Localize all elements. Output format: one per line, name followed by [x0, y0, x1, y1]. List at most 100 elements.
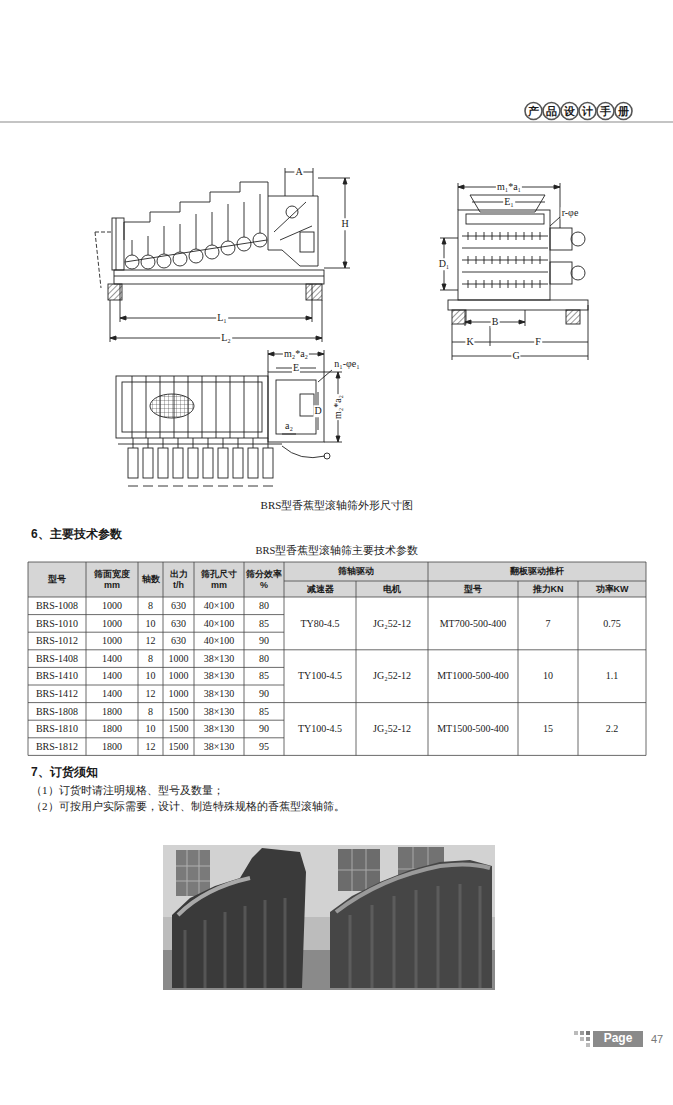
table-title: BRS型香蕉型滚轴筛主要技术参数 [255, 545, 420, 557]
table-rule [28, 685, 284, 686]
table-header: 筛分效率 % [244, 562, 284, 597]
table-cell: 1000 [86, 597, 138, 615]
table-cell: MT700-500-400 [428, 597, 518, 650]
dimension-label: H [340, 218, 349, 230]
table-rule [28, 720, 284, 721]
dimension-label: F [534, 336, 542, 348]
table-cell: 90 [244, 685, 284, 703]
table-cell: 38×130 [194, 720, 244, 738]
table-rule [284, 702, 646, 703]
table-cell: 80 [244, 650, 284, 668]
table-rule [518, 581, 519, 755]
table-cell: 1000 [163, 667, 194, 685]
table-header: 功率KW [578, 581, 646, 597]
table-cell: 40×100 [194, 597, 244, 615]
table-cell: BRS-1810 [28, 720, 86, 738]
table-rule [28, 667, 284, 668]
dimension-label: n₁-φe₁ [333, 358, 361, 370]
table-cell: BRS-1012 [28, 632, 86, 650]
table-cell: 8 [138, 650, 163, 668]
table-header: 减速器 [284, 581, 356, 597]
table-cell: BRS-1408 [28, 650, 86, 668]
table-rule [284, 562, 285, 755]
table-cell: BRS-1812 [28, 738, 86, 756]
table-cell: TY100-4.5 [284, 703, 356, 756]
dimension-label: E₁ [503, 196, 515, 208]
dimension-label: m₂*a₂ [332, 394, 344, 420]
table-cell: 10 [518, 650, 578, 703]
table-cell: 85 [244, 703, 284, 721]
product-photo [163, 845, 495, 990]
table-cell: 38×130 [194, 650, 244, 668]
table-rule [284, 649, 646, 650]
table-rule [163, 562, 164, 755]
table-cell: 630 [163, 597, 194, 615]
end-view [440, 183, 588, 360]
header-rule [0, 121, 673, 122]
table-header: 翻板驱动推杆 [428, 562, 646, 581]
table-cell: 1800 [86, 703, 138, 721]
table-cell: JG₂52-12 [356, 650, 428, 703]
table-header: 筛孔尺寸 mm [194, 562, 244, 597]
table-header: 型号 [428, 581, 518, 597]
header-badge-text: 产品设计手册 [527, 105, 637, 118]
table-rule [28, 632, 284, 633]
section-heading: 7、订货须知 [30, 766, 99, 780]
table-cell: BRS-1010 [28, 615, 86, 633]
parameter-table [28, 562, 646, 755]
dimension-label: K [465, 336, 474, 348]
header-shade [28, 562, 646, 597]
table-cell: 95 [244, 738, 284, 756]
table-cell: 38×130 [194, 738, 244, 756]
table-cell: 8 [138, 703, 163, 721]
table-cell: 80 [244, 597, 284, 615]
table-cell: 40×100 [194, 615, 244, 633]
table-cell: 85 [244, 667, 284, 685]
table-cell: 85 [244, 615, 284, 633]
table-cell: 1500 [163, 703, 194, 721]
table-cell: 1000 [163, 685, 194, 703]
table-cell: BRS-1808 [28, 703, 86, 721]
dimension-label: G [511, 350, 520, 362]
table-cell: 7 [518, 597, 578, 650]
table-cell: 1400 [86, 685, 138, 703]
dimension-label: r-φe [561, 207, 580, 219]
note-text: （1）订货时请注明规格、型号及数量； [30, 784, 225, 797]
table-rule [28, 755, 646, 756]
table-cell: 15 [518, 703, 578, 756]
table-cell: 1500 [163, 720, 194, 738]
table-rule [138, 562, 139, 755]
note-text: （2）可按用户实际需要，设计、制造特殊规格的香蕉型滚轴筛。 [30, 800, 346, 813]
table-cell: 2.2 [578, 703, 646, 756]
dimension-label: D₁ [438, 258, 451, 270]
table-cell: 630 [163, 615, 194, 633]
table-cell: 38×130 [194, 667, 244, 685]
dimension-label: A [294, 166, 303, 178]
table-cell: 1800 [86, 738, 138, 756]
table-cell: 40×100 [194, 632, 244, 650]
table-rule [284, 581, 646, 582]
side-view [95, 168, 350, 342]
table-rule [28, 737, 284, 738]
dimension-label: E [292, 362, 300, 374]
table-rule [356, 581, 357, 755]
page-number: 47 [650, 1033, 664, 1046]
table-cell: 8 [138, 597, 163, 615]
table-rule [428, 562, 429, 755]
dimension-label: L₂ [220, 332, 232, 344]
table-rule [646, 562, 647, 755]
page-word: Page [593, 1031, 643, 1047]
table-header: 筛轴驱动 [284, 562, 428, 581]
table-cell: MT1000-500-400 [428, 650, 518, 703]
dimension-label: D [313, 405, 322, 417]
dimension-label: L₁ [216, 312, 228, 324]
table-cell: 38×130 [194, 703, 244, 721]
plan-view [116, 350, 342, 486]
section-heading: 6、主要技术参数 [30, 528, 123, 542]
table-cell: BRS-1410 [28, 667, 86, 685]
table-cell: JG₂52-12 [356, 703, 428, 756]
table-cell: 10 [138, 667, 163, 685]
table-cell: 90 [244, 632, 284, 650]
table-header: 出力 t/h [163, 562, 194, 597]
